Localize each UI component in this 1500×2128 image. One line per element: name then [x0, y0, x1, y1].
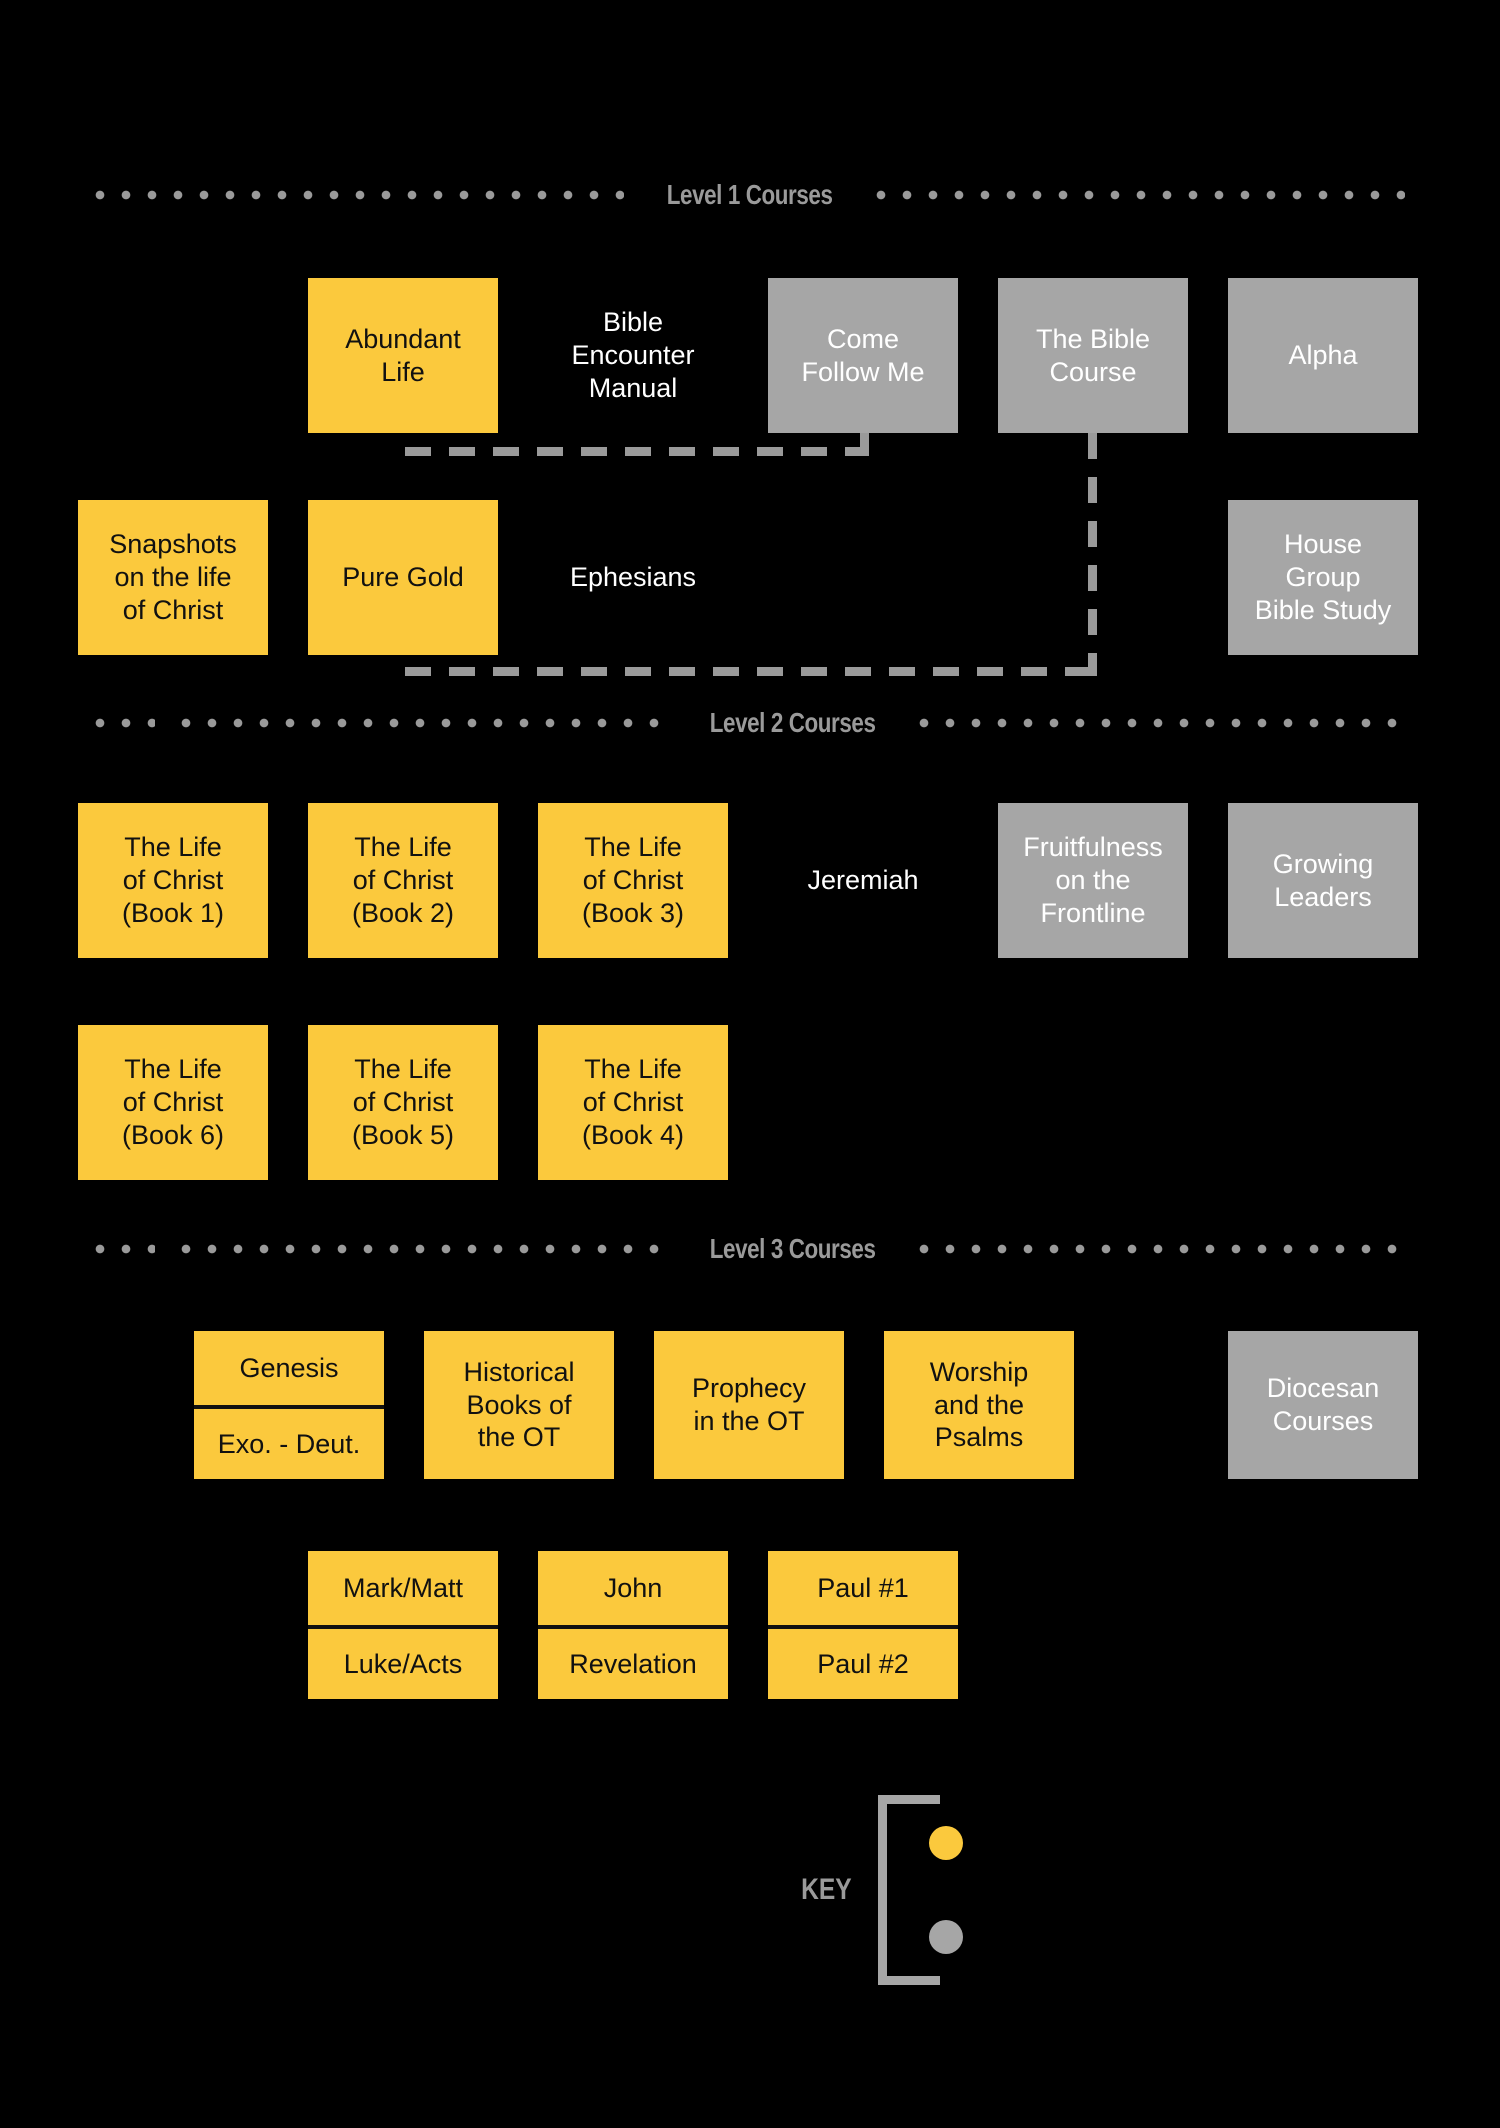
course-label: Prophecy in the OT	[691, 1373, 807, 1436]
key-yellow-swatch-icon	[928, 1826, 963, 1860]
course-label-top: Paul #1	[817, 1572, 909, 1603]
course-box-the-bible-course[interactable]: The Bible Course	[998, 278, 1188, 433]
separator-level-1: Level 1 Courses	[95, 179, 1405, 210]
course-label-bottom: Revelation	[538, 1625, 728, 1699]
course-box-paul-1-paul-2[interactable]: Paul #1 Paul #2	[768, 1551, 958, 1699]
course-box-bible-encounter-manual[interactable]: Bible Encounter Manual	[538, 278, 728, 433]
course-label: Pure Gold	[342, 562, 464, 593]
course-box-fruitfulness-on-the-frontline[interactable]: Fruitfulness on the Frontline	[998, 803, 1188, 958]
connector-the-bible-course-vertical	[1088, 433, 1097, 676]
course-label: Jeremiah	[807, 865, 919, 896]
course-label: The Life of Christ (Book 3)	[581, 832, 685, 928]
separator-level-2: Level 2 Courses	[95, 707, 1405, 738]
separator-dots-left	[95, 190, 625, 200]
course-label: Snapshots on the life of Christ	[109, 529, 237, 625]
course-label-bottom: Paul #2	[768, 1625, 958, 1699]
course-label: Come Follow Me	[801, 323, 925, 387]
course-label: The Life of Christ (Book 6)	[121, 1054, 225, 1150]
course-box-diocesan-courses[interactable]: Diocesan Courses	[1228, 1331, 1418, 1479]
course-box-john-revelation[interactable]: John Revelation	[538, 1551, 728, 1699]
separator-dots-far-left	[95, 1244, 155, 1254]
course-label: The Life of Christ (Book 5)	[351, 1054, 455, 1150]
course-box-historical-books-of-the-ot[interactable]: Historical Books of the OT	[424, 1331, 614, 1479]
course-box-genesis-exodus-deut[interactable]: Genesis Exo. - Deut.	[194, 1331, 384, 1479]
separator-dots-right	[875, 190, 1405, 200]
course-label: Abundant Life	[345, 323, 461, 387]
course-box-worship-and-the-psalms[interactable]: Worship and the Psalms	[884, 1331, 1074, 1479]
course-label: Bible Encounter Manual	[571, 307, 695, 403]
separator-level-3: Level 3 Courses	[95, 1233, 1405, 1264]
connector-the-bible-course-horizontal	[405, 667, 1097, 676]
course-box-alpha[interactable]: Alpha	[1228, 278, 1418, 433]
key-bracket	[877, 1795, 963, 1985]
course-label: Historical Books of the OT	[463, 1356, 575, 1453]
course-label-top: Mark/Matt	[342, 1572, 463, 1603]
separator-dots-left	[181, 718, 668, 728]
course-box-jeremiah[interactable]: Jeremiah	[768, 803, 958, 958]
course-box-life-of-christ-book-6[interactable]: The Life of Christ (Book 6)	[78, 1025, 268, 1180]
separator-level-3-label: Level 3 Courses	[710, 1233, 876, 1264]
course-box-mark-matt-luke-acts[interactable]: Mark/Matt Luke/Acts	[308, 1551, 498, 1699]
course-label: Fruitfulness on the Frontline	[1023, 832, 1163, 928]
course-box-come-follow-me[interactable]: Come Follow Me	[768, 278, 958, 433]
connector-come-follow-me-horizontal	[405, 447, 869, 456]
key-label: KEY	[801, 1873, 852, 1906]
course-box-ephesians[interactable]: Ephesians	[538, 500, 728, 655]
course-box-life-of-christ-book-4[interactable]: The Life of Christ (Book 4)	[538, 1025, 728, 1180]
connector-come-follow-me-vertical	[860, 433, 869, 455]
course-box-abundant-life[interactable]: Abundant Life	[308, 278, 498, 433]
course-box-pure-gold[interactable]: Pure Gold	[308, 500, 498, 655]
key-legend: KEY	[790, 1795, 963, 1985]
course-box-growing-leaders[interactable]: Growing Leaders	[1228, 803, 1418, 958]
course-box-prophecy-in-the-ot[interactable]: Prophecy in the OT	[654, 1331, 844, 1479]
course-label: The Life of Christ (Book 4)	[581, 1054, 685, 1150]
key-grey-swatch-icon	[928, 1920, 963, 1954]
course-label-bottom: Luke/Acts	[308, 1625, 498, 1699]
course-label: Worship and the Psalms	[929, 1356, 1029, 1453]
course-label: Alpha	[1288, 340, 1358, 371]
course-box-snapshots-on-the-life-of-christ[interactable]: Snapshots on the life of Christ	[78, 500, 268, 655]
course-label: The Life of Christ (Book 1)	[121, 832, 225, 928]
separator-level-2-label: Level 2 Courses	[710, 707, 876, 738]
course-label: The Life of Christ (Book 2)	[351, 832, 455, 928]
course-box-house-group-bible-study[interactable]: House Group Bible Study	[1228, 500, 1418, 655]
course-box-life-of-christ-book-1[interactable]: The Life of Christ (Book 1)	[78, 803, 268, 958]
course-label: Growing Leaders	[1272, 848, 1374, 912]
course-label-top: Genesis	[239, 1352, 339, 1383]
course-label-bottom: Exo. - Deut.	[194, 1405, 384, 1479]
course-box-life-of-christ-book-5[interactable]: The Life of Christ (Book 5)	[308, 1025, 498, 1180]
course-label: House Group Bible Study	[1254, 529, 1392, 625]
separator-dots-right	[918, 718, 1405, 728]
course-box-life-of-christ-book-2[interactable]: The Life of Christ (Book 2)	[308, 803, 498, 958]
separator-dots-far-left	[95, 718, 155, 728]
separator-level-1-label: Level 1 Courses	[667, 179, 833, 210]
course-label: The Bible Course	[1035, 323, 1151, 387]
course-box-life-of-christ-book-3[interactable]: The Life of Christ (Book 3)	[538, 803, 728, 958]
course-label: Ephesians	[569, 562, 697, 593]
course-label-top: John	[603, 1572, 663, 1603]
separator-dots-left	[181, 1244, 668, 1254]
separator-dots-right	[918, 1244, 1405, 1254]
course-label: Diocesan Courses	[1266, 1373, 1380, 1436]
